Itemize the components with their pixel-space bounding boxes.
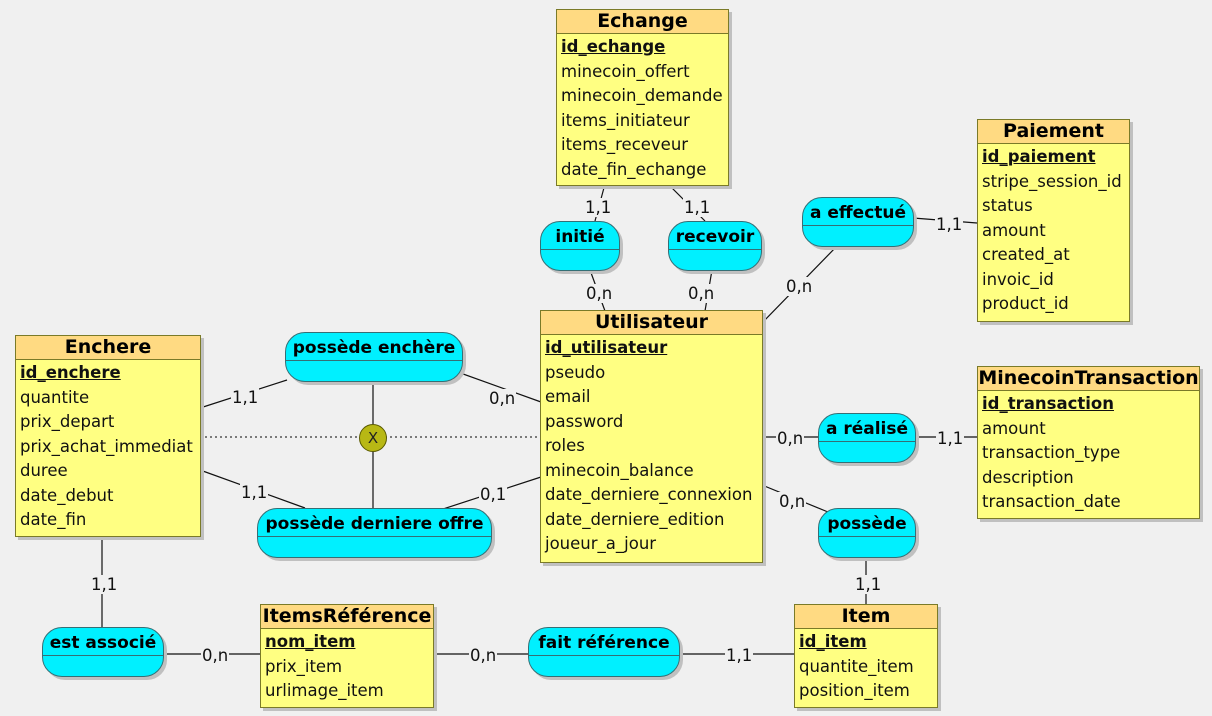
primary-key: id_paiement <box>982 147 1096 166</box>
association-est-associe[interactable]: est associé <box>42 627 164 677</box>
primary-key: id_item <box>799 632 867 651</box>
attribute: prix_achat_immediat <box>20 436 193 456</box>
attribute: joueur_a_jour <box>545 534 657 553</box>
entity-paiement[interactable]: Paiement id_paiement stripe_session_id s… <box>977 119 1130 322</box>
association-label: fait référence <box>529 628 679 656</box>
association-label: possède <box>819 509 915 537</box>
cardinality: 0,n <box>488 389 517 408</box>
attribute: roles <box>545 436 585 455</box>
cardinality: 0,n <box>469 646 498 665</box>
primary-key: nom_item <box>265 632 356 651</box>
attribute: date_fin_echange <box>561 159 707 179</box>
entity-enchere[interactable]: Enchere id_enchere quantite prix_depart … <box>15 335 201 537</box>
attribute: prix_item <box>265 656 343 676</box>
attribute: minecoin_offert <box>561 61 690 81</box>
cardinality: 0,n <box>585 284 614 303</box>
attribute: date_derniere_connexion <box>545 485 753 504</box>
association-label: possède enchère <box>286 333 462 361</box>
primary-key: id_transaction <box>982 394 1114 413</box>
association-fait-reference[interactable]: fait référence <box>528 627 680 677</box>
cardinality: 1,1 <box>936 429 965 448</box>
attribute: date_debut <box>20 485 114 505</box>
association-possede-derniere-offre[interactable]: possède derniere offre <box>257 508 492 558</box>
attribute: email <box>545 387 591 406</box>
primary-key: id_enchere <box>20 363 121 382</box>
entity-item[interactable]: Item id_item quantite_item position_item <box>794 604 938 708</box>
attribute: amount <box>982 418 1046 438</box>
cardinality: 0,n <box>778 492 807 511</box>
cardinality: 0,n <box>201 646 230 665</box>
association-recevoir[interactable]: recevoir <box>668 221 762 271</box>
attribute: items_initiateur <box>561 110 690 130</box>
cardinality: 1,1 <box>584 198 613 217</box>
entity-title: MinecoinTransaction <box>978 367 1199 391</box>
entity-title: ItemsRéférence <box>261 605 433 629</box>
entity-title: Paiement <box>978 120 1129 144</box>
attribute: date_fin <box>20 510 87 529</box>
entity-minecoin-transaction[interactable]: MinecoinTransaction id_transaction amoun… <box>977 366 1200 519</box>
attribute: product_id <box>982 294 1069 313</box>
cardinality: 1,1 <box>90 575 119 594</box>
attribute: urlimage_item <box>265 681 384 700</box>
association-label: a effectué <box>803 198 913 226</box>
association-a-effectue[interactable]: a effectué <box>802 197 914 247</box>
cardinality: 1,1 <box>231 388 260 407</box>
attribute: date_derniere_edition <box>545 509 725 529</box>
association-label: initié <box>541 222 619 250</box>
entity-echange[interactable]: Echange id_echange minecoin_offert minec… <box>556 9 729 186</box>
association-label: recevoir <box>669 222 761 250</box>
association-label: est associé <box>43 628 163 656</box>
attribute: status <box>982 196 1033 215</box>
entity-title: Utilisateur <box>541 311 762 335</box>
entity-title: Enchere <box>16 336 200 360</box>
attribute: transaction_type <box>982 443 1121 462</box>
association-initie[interactable]: initié <box>540 221 620 271</box>
attribute: minecoin_balance <box>545 460 694 480</box>
cardinality: 1,1 <box>854 575 883 594</box>
cardinality: 1,1 <box>935 215 964 234</box>
cardinality: 1,1 <box>683 198 712 217</box>
attribute: created_at <box>982 245 1070 264</box>
attribute: duree <box>20 461 68 480</box>
cardinality: 1,1 <box>725 646 754 665</box>
primary-key: id_utilisateur <box>545 338 668 357</box>
attribute: password <box>545 411 624 431</box>
attribute: stripe_session_id <box>982 171 1122 191</box>
association-a-realise[interactable]: a réalisé <box>818 413 916 463</box>
cardinality: 0,n <box>687 284 716 303</box>
attribute: amount <box>982 220 1046 240</box>
entity-title: Item <box>795 605 937 629</box>
attribute: minecoin_demande <box>561 86 723 105</box>
attribute: transaction_date <box>982 492 1121 511</box>
cardinality: 0,1 <box>479 485 508 504</box>
entity-utilisateur[interactable]: Utilisateur id_utilisateur pseudo email … <box>540 310 763 563</box>
association-label: possède derniere offre <box>258 509 491 537</box>
entity-items-reference[interactable]: ItemsRéférence nom_item prix_item urlima… <box>260 604 434 708</box>
association-label: a réalisé <box>819 414 915 442</box>
attribute: prix_depart <box>20 412 115 431</box>
attribute: quantite <box>20 387 90 407</box>
cardinality: 1,1 <box>240 483 269 502</box>
attribute: quantite_item <box>799 656 914 676</box>
cardinality: 0,n <box>785 277 814 296</box>
exclusion-constraint[interactable]: X <box>359 424 387 452</box>
association-possede[interactable]: possède <box>818 508 916 558</box>
attribute: items_receveur <box>561 135 689 154</box>
attribute: description <box>982 467 1074 487</box>
association-possede-enchere[interactable]: possède enchère <box>285 332 463 382</box>
attribute: pseudo <box>545 362 606 382</box>
attribute: position_item <box>799 681 910 700</box>
entity-title: Echange <box>557 10 728 34</box>
cardinality: 0,n <box>776 429 805 448</box>
primary-key: id_echange <box>561 37 666 56</box>
attribute: invoic_id <box>982 269 1054 289</box>
